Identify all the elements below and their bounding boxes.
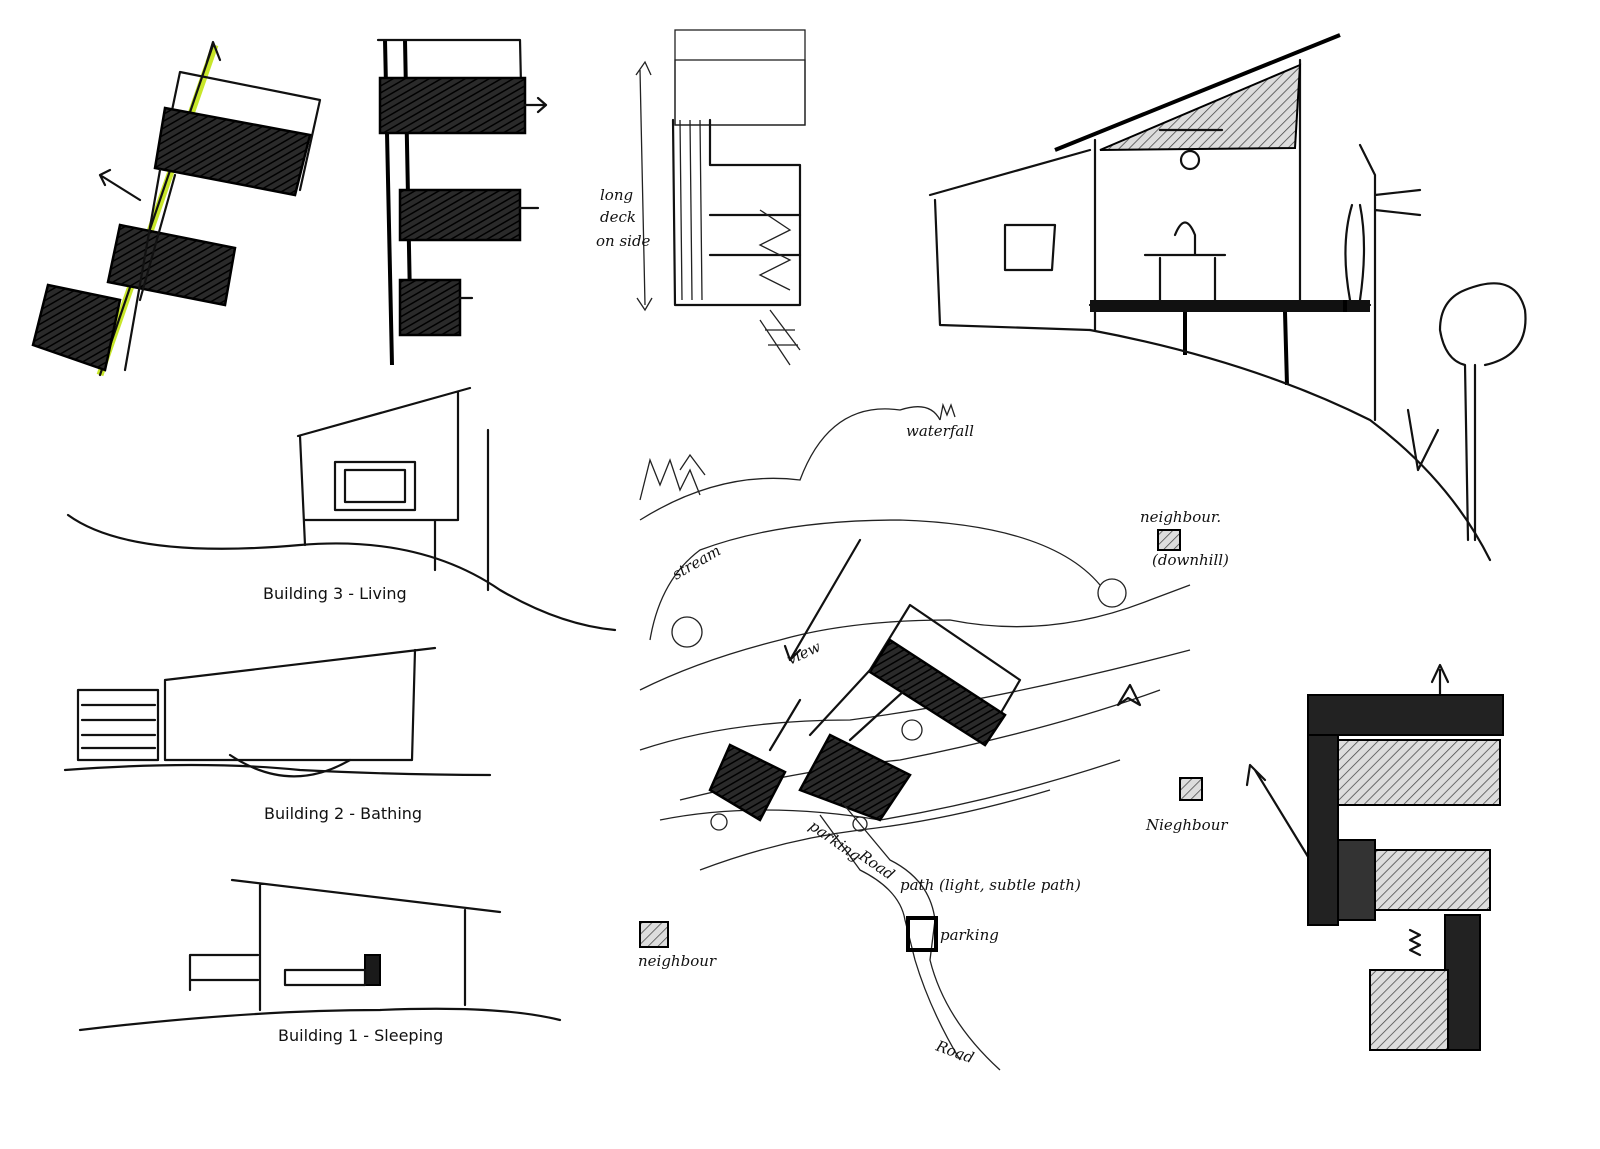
site-parking-label: parking xyxy=(806,817,865,866)
site-plan-sketch: waterfall stream view neighbour. (downhi… xyxy=(638,402,1229,1071)
road-path-label: Road xyxy=(855,846,898,884)
plan-block-top xyxy=(1337,739,1501,806)
plan-block-bottom xyxy=(31,283,122,372)
plan-block-bottom xyxy=(1369,969,1449,1051)
plan-block-top xyxy=(153,106,312,197)
deck-plan-sketch: long deck on side xyxy=(596,29,806,366)
deck-note-line2: deck xyxy=(600,208,636,226)
downhill-label: (downhill) xyxy=(1152,551,1229,569)
sun-icon-west xyxy=(671,616,703,648)
building1-caption: Building 1 - Sleeping xyxy=(278,1026,443,1045)
final-plan-sketch xyxy=(1245,663,1504,1051)
neighbour-sw-label: neighbour xyxy=(638,952,717,970)
deck-note-line3: on side xyxy=(596,232,651,250)
view-label: view xyxy=(784,637,823,668)
plan-block-top xyxy=(378,76,527,135)
parking-label: parking xyxy=(940,926,999,944)
stream-label: stream xyxy=(669,541,724,583)
deck-note-line1: long xyxy=(600,186,633,204)
axis-arrow xyxy=(98,40,222,377)
building3-elevation: Building 3 - Living xyxy=(66,386,617,632)
building3-caption: Building 3 - Living xyxy=(263,584,407,603)
neighbour-e-label: Nieghbour xyxy=(1145,816,1228,834)
road-label: Road xyxy=(933,1037,977,1068)
path-label: path (light, subtle path) xyxy=(900,876,1081,894)
building2-caption: Building 2 - Bathing xyxy=(264,804,422,823)
plan-block-bottom xyxy=(398,278,462,337)
building1-elevation: Building 1 - Sleeping xyxy=(78,878,562,1045)
sun-icon-east xyxy=(1097,578,1127,608)
stream-line xyxy=(639,406,941,521)
site-building-living xyxy=(868,638,1007,747)
neighbour-ne-label: neighbour. xyxy=(1140,508,1221,526)
diagonal-plan-sketch xyxy=(31,40,322,377)
site-building-bathing xyxy=(798,733,912,822)
building2-elevation: Building 2 - Bathing xyxy=(63,646,492,823)
orthogonal-plan-sketch xyxy=(376,38,548,366)
living-section-sketch xyxy=(928,33,1527,562)
plan-block-middle xyxy=(398,188,522,242)
site-building-sleeping xyxy=(708,743,787,822)
plan-block-middle xyxy=(1374,849,1491,911)
floor-slab xyxy=(1090,300,1370,312)
waterfall-label: waterfall xyxy=(906,422,974,440)
